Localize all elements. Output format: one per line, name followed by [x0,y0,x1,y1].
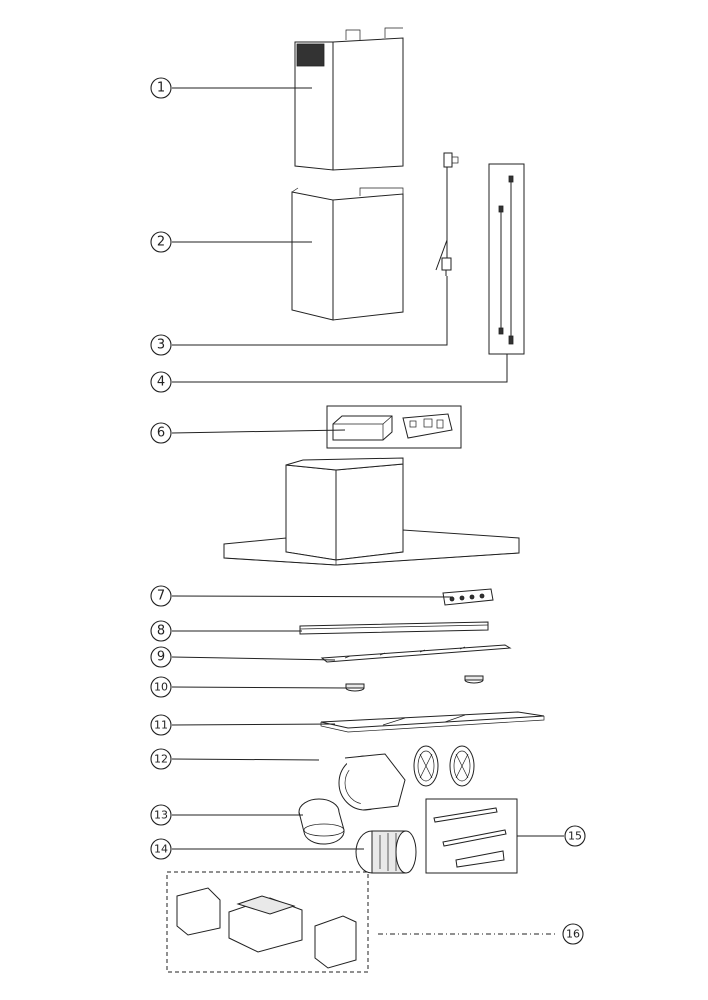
callout-14: 14 [150,838,172,860]
callout-16-label: 16 [566,928,580,941]
callout-14-label: 14 [154,843,168,856]
main-hood-body [223,457,520,566]
leader-lines [171,87,564,850]
part-front-trim [299,621,489,635]
callout-4-label: 4 [157,375,165,390]
part-lower-chimney-cover [291,187,404,321]
callout-3: 3 [150,334,172,356]
part-upper-chimney-cover [294,27,404,171]
part-power-cord [435,152,459,276]
callout-6: 6 [150,422,172,444]
callout-10: 10 [150,676,172,698]
callout-4: 4 [150,371,172,393]
callout-2-label: 2 [157,235,165,250]
callout-7: 7 [150,585,172,607]
callout-11: 11 [150,714,172,736]
part-control-panel [442,588,494,606]
part-duct-adaptor-kit [166,871,556,973]
part-motor-blower [338,745,475,811]
callout-8-label: 8 [157,624,165,639]
callout-9: 9 [150,646,172,668]
callout-7-label: 7 [157,589,165,604]
callout-1-label: 1 [157,81,165,96]
callout-2: 2 [150,231,172,253]
callout-13: 13 [150,804,172,826]
callout-16: 16 [562,923,584,945]
callout-15-label: 15 [568,830,582,843]
part-exhaust-collar [298,798,345,845]
callout-6-label: 6 [157,426,165,441]
part-carbon-cylinder [355,830,417,874]
part-light-frame [320,644,512,663]
callout-8: 8 [150,620,172,642]
callout-11-label: 11 [154,719,168,732]
callout-1: 1 [150,77,172,99]
part-lamps [345,675,484,692]
part-control-boards [326,405,462,449]
part-mounting-brackets [425,798,518,874]
part-grease-filters [320,711,545,733]
callout-15: 15 [564,825,586,847]
callout-9-label: 9 [157,650,165,665]
callout-10-label: 10 [154,681,168,694]
callout-12-label: 12 [154,753,168,766]
callout-3-label: 3 [157,338,165,353]
part-light-wires [488,163,525,355]
callout-13-label: 13 [154,809,168,822]
callout-12: 12 [150,748,172,770]
